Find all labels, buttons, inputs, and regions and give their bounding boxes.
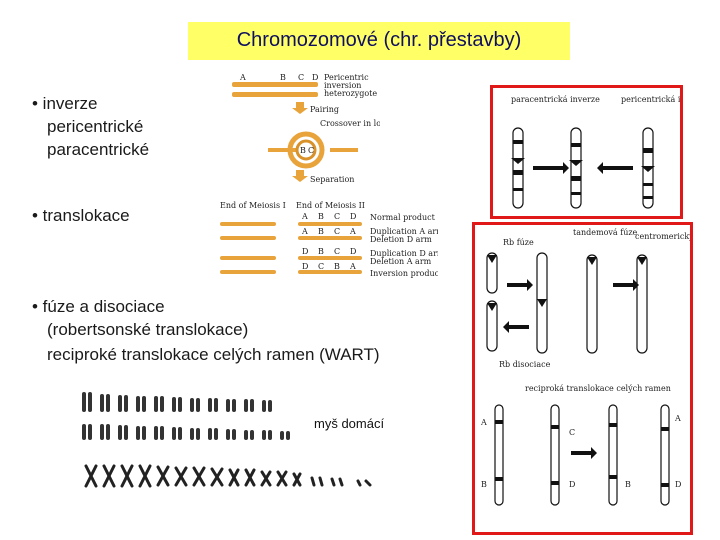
fig-loop-b: B — [300, 146, 306, 155]
panel-letter-b2: B — [625, 480, 631, 489]
fig-label-del-a: Deletion A arm — [370, 257, 432, 266]
fig-letter-a: A — [239, 73, 246, 82]
fig-row2-b: B — [318, 227, 324, 236]
fig-label-dup-d: Duplication D arm — [370, 249, 438, 258]
fig-row2-c: C — [334, 227, 340, 236]
bullet-inverze-item-1: pericentrické — [47, 117, 144, 136]
fig-label-inversion-product: Inversion product — [370, 269, 438, 278]
panel-letter-a1: A — [480, 418, 487, 427]
panel-letter-c: C — [569, 428, 575, 437]
fig-row4-b: C — [318, 262, 324, 271]
bullet-fuze-item-2: reciproké translokace celých ramen (WART… — [47, 345, 380, 364]
fig-row3-c: C — [334, 247, 340, 256]
bullet-fuze-item-1: (robertsonské translokace) — [47, 320, 249, 339]
fig-header-meiosis1: End of Meiosis I — [220, 201, 286, 210]
fig-header-meiosis2: End of Meiosis II — [296, 201, 365, 210]
karyotype-figure — [82, 392, 372, 488]
translocation-figure: End of Meiosis I End of Meiosis II A B C… — [220, 201, 438, 278]
fig-row3-d: D — [350, 247, 356, 256]
fig-row3-a: D — [302, 247, 308, 256]
panel-letter-a2: A — [674, 414, 681, 423]
fig-label-crossover: Crossover in loop — [320, 119, 380, 128]
inversion-panel-drawing: paracentrická inverze pericentrická inve… — [511, 95, 708, 209]
fusion-panel-drawing: Rb fúze tandemová fúze centromerický pos… — [480, 228, 720, 506]
fig-letter-d: D — [312, 73, 318, 82]
fig-label-separation: Separation — [310, 175, 354, 184]
fig-loop-c: C — [308, 146, 314, 155]
karyotype-caption: myš domácí — [314, 416, 385, 431]
fig-row4-d: A — [349, 262, 356, 271]
panel-label-rb-dissociation: Rb disociace — [499, 360, 551, 369]
fig-row1-c: C — [334, 212, 340, 221]
fig-letter-c: C — [298, 73, 304, 82]
bullet-fuze-label: • fúze a disociace — [32, 297, 165, 316]
panel-label-tandem: tandemová fúze — [573, 228, 638, 237]
panel-label-rb-fusion: Rb fúze — [503, 238, 534, 247]
panel-label-paracentric: paracentrická inverze — [511, 95, 600, 104]
inversion-loop-figure: A B C D Pericentric inversion heterozygo… — [232, 73, 380, 184]
fig-row1-b: B — [318, 212, 324, 221]
fig-row4-a: D — [302, 262, 308, 271]
inversion-panel: paracentrická inverze pericentrická inve… — [490, 85, 708, 219]
fig-label-pericentric: Pericentric — [324, 73, 369, 82]
panel-label-pericentric: pericentrická inverze — [621, 95, 680, 104]
fig-row1-a: A — [301, 212, 308, 221]
fig-letter-b: B — [280, 73, 286, 82]
fig-label-normal: Normal product — [370, 213, 436, 222]
panel-letter-b1: B — [481, 480, 487, 489]
fig-label-dup-a: Duplication A arm — [370, 227, 438, 236]
bullet-translokace-label: • translokace — [32, 206, 130, 225]
panel-letter-d1: D — [569, 480, 575, 489]
fig-row4-c: B — [334, 262, 340, 271]
bullet-inverze-item-2: paracentrické — [47, 140, 150, 159]
fig-label-del-d: Deletion D arm — [370, 235, 432, 244]
fusion-panel: Rb fúze tandemová fúze centromerický pos… — [472, 222, 720, 535]
panel-label-centromeric: centromerický posun — [635, 232, 690, 241]
bullet-inverze-label: • inverze — [32, 94, 98, 113]
panel-label-reciprocal: reciproká translokace celých ramen — [525, 384, 671, 393]
page-title: Chromozomové (chr. přestavby) — [188, 22, 570, 60]
fig-label-inversion: inversion — [324, 81, 361, 90]
fig-row3-b: B — [318, 247, 324, 256]
fig-row1-d: D — [350, 212, 356, 221]
bullet-inverze: • inverze — [32, 93, 97, 115]
panel-letter-d2: D — [675, 480, 681, 489]
fig-label-pairing: Pairing — [310, 105, 339, 114]
fig-row2-d: A — [349, 227, 356, 236]
fig-label-heterozygote: heterozygote — [324, 89, 377, 98]
fig-row2-a: A — [301, 227, 308, 236]
